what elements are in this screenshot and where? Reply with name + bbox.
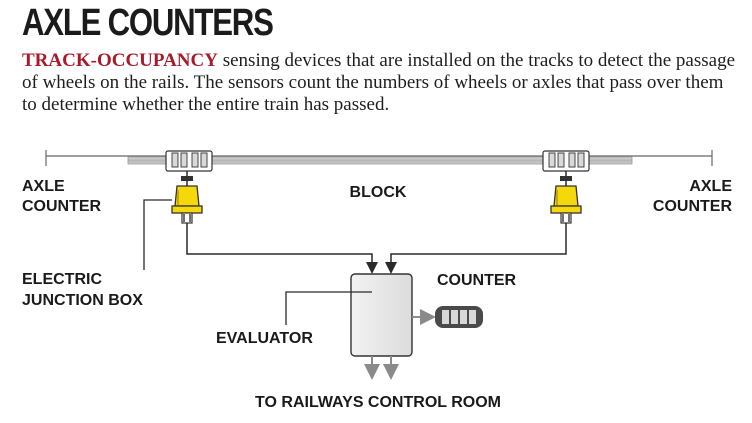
counter-label: COUNTER bbox=[437, 272, 517, 289]
junction-label-line2: JUNCTION BOX bbox=[22, 292, 143, 309]
rail bbox=[127, 156, 633, 165]
left-rail-clamp bbox=[165, 150, 213, 172]
evaluator-leader-line bbox=[285, 291, 372, 325]
block-boundary bbox=[45, 150, 713, 166]
description-text: sensing devices that are installed on th… bbox=[22, 50, 736, 115]
junction-leader-line bbox=[143, 199, 172, 270]
control-room-arrows bbox=[364, 356, 399, 380]
right-axle-label: AXLE bbox=[689, 178, 732, 195]
left-axle-label: AXLE bbox=[22, 178, 65, 195]
left-axle-sensor-icon bbox=[171, 171, 203, 224]
description-highlight: TRACK-OCCUPANCY bbox=[22, 50, 218, 71]
evaluator-box bbox=[350, 273, 413, 357]
evaluator-label: EVALUATOR bbox=[216, 330, 313, 347]
page-title: AXLE COUNTERS bbox=[22, 2, 274, 44]
junction-label-line1: ELECTRIC bbox=[22, 271, 102, 288]
counter-display-icon bbox=[435, 306, 483, 328]
right-axle-sensor-icon bbox=[550, 171, 582, 224]
right-counter-label: COUNTER bbox=[653, 198, 733, 215]
control-room-label: TO RAILWAYS CONTROL ROOM bbox=[255, 394, 501, 411]
description: TRACK-OCCUPANCY sensing devices that are… bbox=[22, 50, 742, 116]
left-counter-label: COUNTER bbox=[22, 198, 102, 215]
right-rail-clamp bbox=[542, 150, 590, 172]
sensor-wiring bbox=[186, 223, 567, 274]
block-label: BLOCK bbox=[350, 184, 407, 201]
